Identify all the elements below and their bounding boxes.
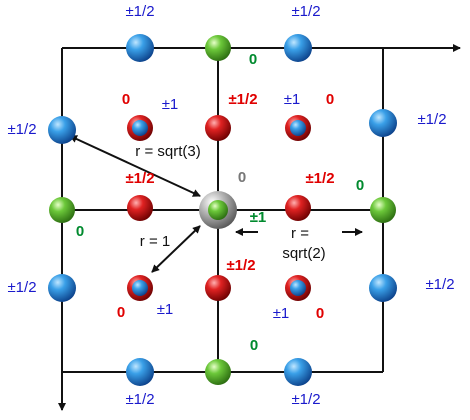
label-center-left-half: ±1/2 (125, 170, 154, 187)
label-lr-zero: 0 (316, 305, 324, 322)
blue-atom (126, 34, 154, 62)
blue-atom (284, 34, 312, 62)
center-atom-core (208, 200, 228, 220)
label-right-lower-charge: ±1/2 (425, 276, 454, 293)
label-center-bottom-half: ±1/2 (226, 257, 255, 274)
label-ul-zero: 0 (122, 91, 130, 108)
label-top-center-zero: 0 (249, 51, 257, 68)
center-atom (199, 191, 237, 229)
blue-atom (369, 109, 397, 137)
label-r-sqrt2-line2: sqrt(2) (282, 245, 325, 262)
blue-atoms (48, 34, 397, 386)
blue-atom (48, 116, 76, 144)
blue-atom (48, 274, 76, 302)
mixed-atom-core (290, 120, 306, 136)
label-right-upper-charge: ±1/2 (417, 111, 446, 128)
label-ll-pm1: ±1 (157, 301, 174, 318)
red-atom (127, 195, 153, 221)
label-r-one: r = 1 (140, 233, 170, 250)
label-center-pm1: ±1 (250, 209, 267, 226)
label-bottom-right-charge: ±1/2 (291, 391, 320, 408)
green-atom (205, 35, 231, 61)
one-distance-arrow (151, 225, 201, 273)
label-ll-zero: 0 (117, 304, 125, 321)
red-atom (205, 275, 231, 301)
labels: ±1/2 ±1/2 0 ±1/2 ±1/2 0 ±1/2 ±1/2 0 ±1/2… (7, 3, 454, 408)
label-r-sqrt2-line1: r = (291, 225, 309, 242)
label-center-right-half: ±1/2 (305, 170, 334, 187)
label-ul-pm1: ±1 (162, 96, 179, 113)
blue-atom (369, 274, 397, 302)
label-left-mid-zero: 0 (76, 223, 84, 240)
green-atom (49, 197, 75, 223)
label-bottom-left-charge: ±1/2 (125, 391, 154, 408)
red-atom (205, 115, 231, 141)
mixed-atom-core (290, 280, 306, 296)
blue-atom (126, 358, 154, 386)
sqrt3-distance-arrow (69, 135, 201, 197)
label-right-mid-zero: 0 (356, 177, 364, 194)
label-r-sqrt3: r = sqrt(3) (135, 143, 200, 160)
label-center-top-half: ±1/2 (228, 91, 257, 108)
label-ur-pm1: ±1 (284, 91, 301, 108)
label-lr-pm1: ±1 (273, 305, 290, 322)
red-atom (285, 195, 311, 221)
green-atom (205, 359, 231, 385)
mixed-atoms (127, 115, 311, 301)
label-left-lower-charge: ±1/2 (7, 279, 36, 296)
mixed-atom-core (132, 120, 148, 136)
label-top-right-charge: ±1/2 (291, 3, 320, 20)
blue-atom (284, 358, 312, 386)
green-atom (370, 197, 396, 223)
label-center-zero: 0 (238, 169, 246, 186)
label-left-upper-charge: ±1/2 (7, 121, 36, 138)
label-ur-zero: 0 (326, 91, 334, 108)
label-top-left-charge: ±1/2 (125, 3, 154, 20)
red-atoms (127, 115, 311, 301)
label-bottom-center-zero: 0 (250, 337, 258, 354)
green-atoms (49, 35, 396, 385)
mixed-atom-core (132, 280, 148, 296)
